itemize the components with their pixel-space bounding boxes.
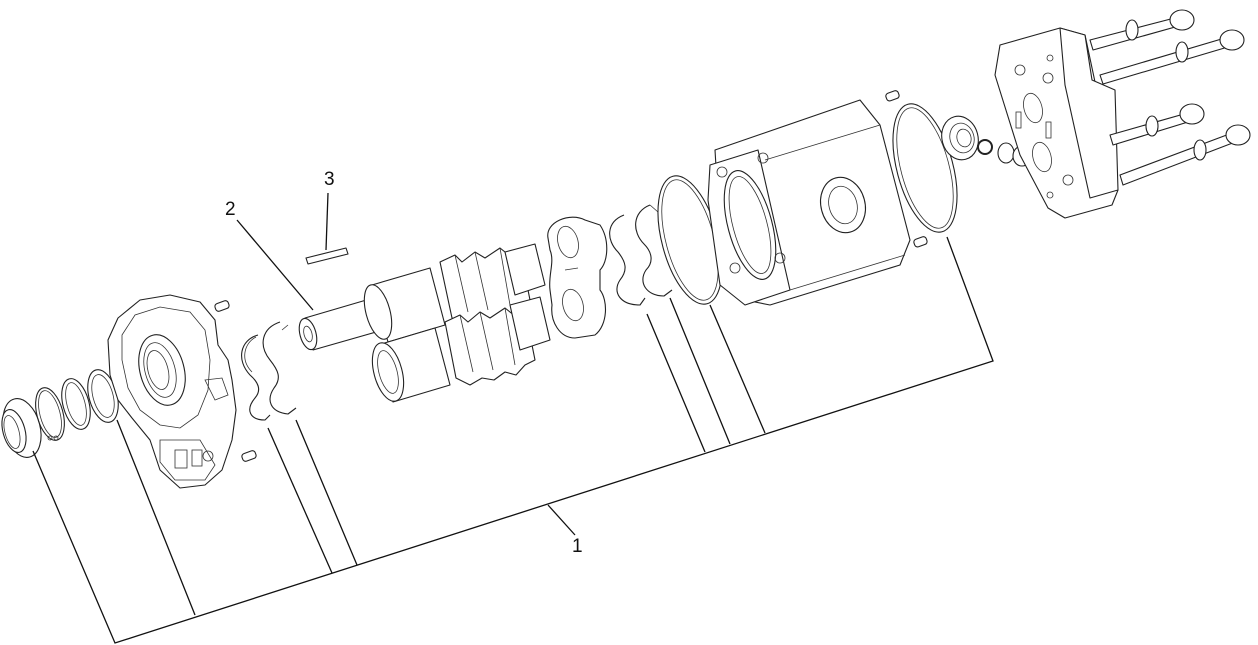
- bearing-block-front: [363, 267, 451, 403]
- shaft-seal: [1, 398, 42, 458]
- dowel-pin: [885, 90, 900, 102]
- washer: [61, 378, 91, 430]
- driven-gear: [444, 296, 551, 386]
- callout-label-3: 3: [324, 169, 335, 190]
- end-cover: [994, 27, 1119, 219]
- wire-seal-left: [241, 334, 271, 421]
- callout-2-leader: [236, 219, 314, 311]
- dowel-pin: [214, 300, 230, 312]
- drive-gear: [439, 243, 546, 326]
- dowel-pin: [913, 236, 928, 248]
- wire-seal-rear-left: [609, 214, 646, 306]
- callout-label-2: 2: [225, 199, 236, 220]
- wire-seal-right: [262, 321, 297, 415]
- shaft-key: [305, 247, 349, 265]
- wire-seal-rear-right: [635, 204, 673, 297]
- callout-label-1: 1: [572, 536, 583, 557]
- gasket-rear: [892, 103, 958, 233]
- retaining-ring: [35, 387, 65, 441]
- callout-3-leader: [325, 192, 329, 251]
- gear-housing: [707, 99, 911, 306]
- dowel-pin: [241, 450, 257, 462]
- bearing-block-rear: [547, 216, 608, 339]
- front-mounting-flange: [107, 294, 237, 489]
- callout-1-bracket: [32, 236, 994, 644]
- port-fitting: [941, 115, 979, 161]
- cap-screws: [1089, 9, 1251, 186]
